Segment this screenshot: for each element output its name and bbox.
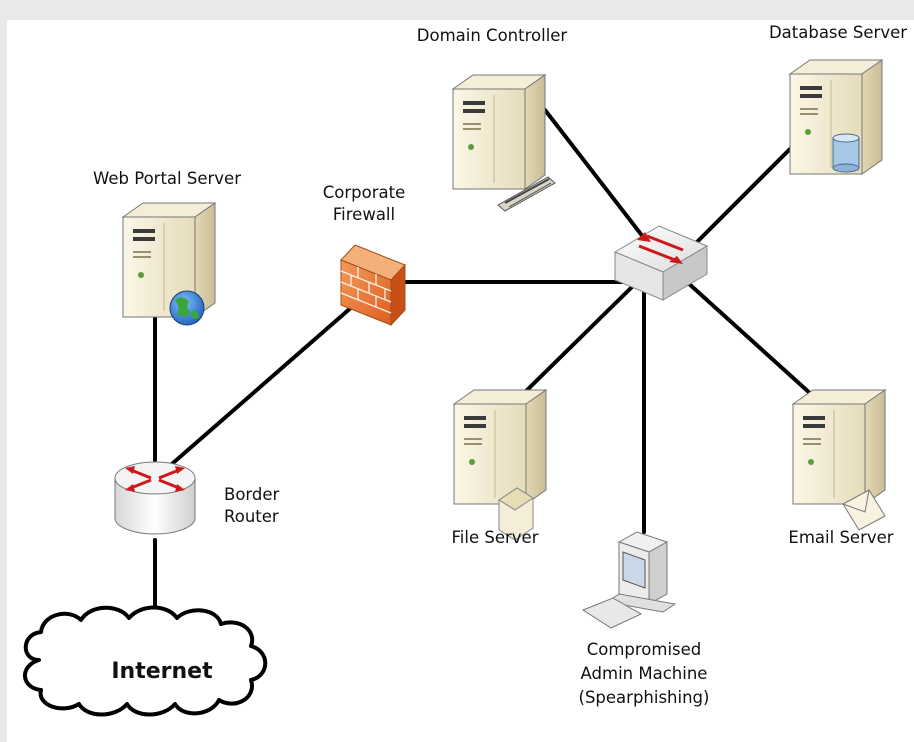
web-portal-server[interactable]: Web Portal Server [93, 169, 241, 326]
domain-controller[interactable]: Domain Controller [417, 26, 568, 212]
link-router-firewall [163, 290, 371, 472]
globe-icon [169, 290, 205, 326]
admin-machine-label-line3: (Spearphishing) [579, 688, 710, 707]
domain-controller-label: Domain Controller [417, 26, 568, 45]
file-server[interactable]: File Server [452, 389, 547, 547]
link-switch-domain-controller [543, 108, 649, 244]
database-server[interactable]: Database Server [769, 23, 907, 175]
cloud-icon [23, 605, 268, 717]
switch-icon [613, 225, 709, 301]
link-switch-email [685, 280, 814, 397]
web-portal-server-label: Web Portal Server [93, 169, 241, 188]
network-links [153, 108, 814, 632]
firewall-label-line1: Corporate [323, 183, 405, 202]
admin-machine-label-line1: Compromised [587, 640, 702, 659]
email-server-icon [792, 389, 886, 505]
link-switch-database [685, 140, 799, 254]
router-label-line1: Border [224, 485, 280, 504]
file-server-label: File Server [452, 528, 539, 547]
database-cylinder-icon [832, 133, 860, 173]
envelope-icon [842, 489, 886, 531]
document-icon [498, 487, 534, 541]
compromised-admin-machine[interactable]: Compromised Admin Machine (Spearphishing… [579, 531, 710, 707]
email-server[interactable]: Email Server [788, 389, 894, 547]
corporate-firewall[interactable]: Corporate Firewall [323, 183, 406, 327]
domain-controller-server-icon [452, 74, 556, 212]
border-router[interactable]: Border Router [114, 461, 280, 535]
database-server-label: Database Server [769, 23, 907, 42]
workstation-icon [581, 531, 677, 629]
network-switch[interactable] [613, 225, 709, 301]
firewall-icon [340, 244, 406, 327]
router-icon [114, 461, 196, 535]
router-label-line2: Router [224, 507, 279, 526]
file-server-icon [453, 389, 547, 505]
email-server-label: Email Server [788, 528, 893, 547]
internet-label: Internet [111, 659, 213, 684]
firewall-label-line2: Firewall [333, 205, 395, 224]
keyboard-icon [581, 597, 643, 629]
keyboard-icon [497, 176, 556, 212]
admin-machine-label-line2: Admin Machine [581, 664, 708, 683]
internet[interactable]: Internet [23, 605, 268, 717]
link-switch-file-server [520, 280, 639, 397]
